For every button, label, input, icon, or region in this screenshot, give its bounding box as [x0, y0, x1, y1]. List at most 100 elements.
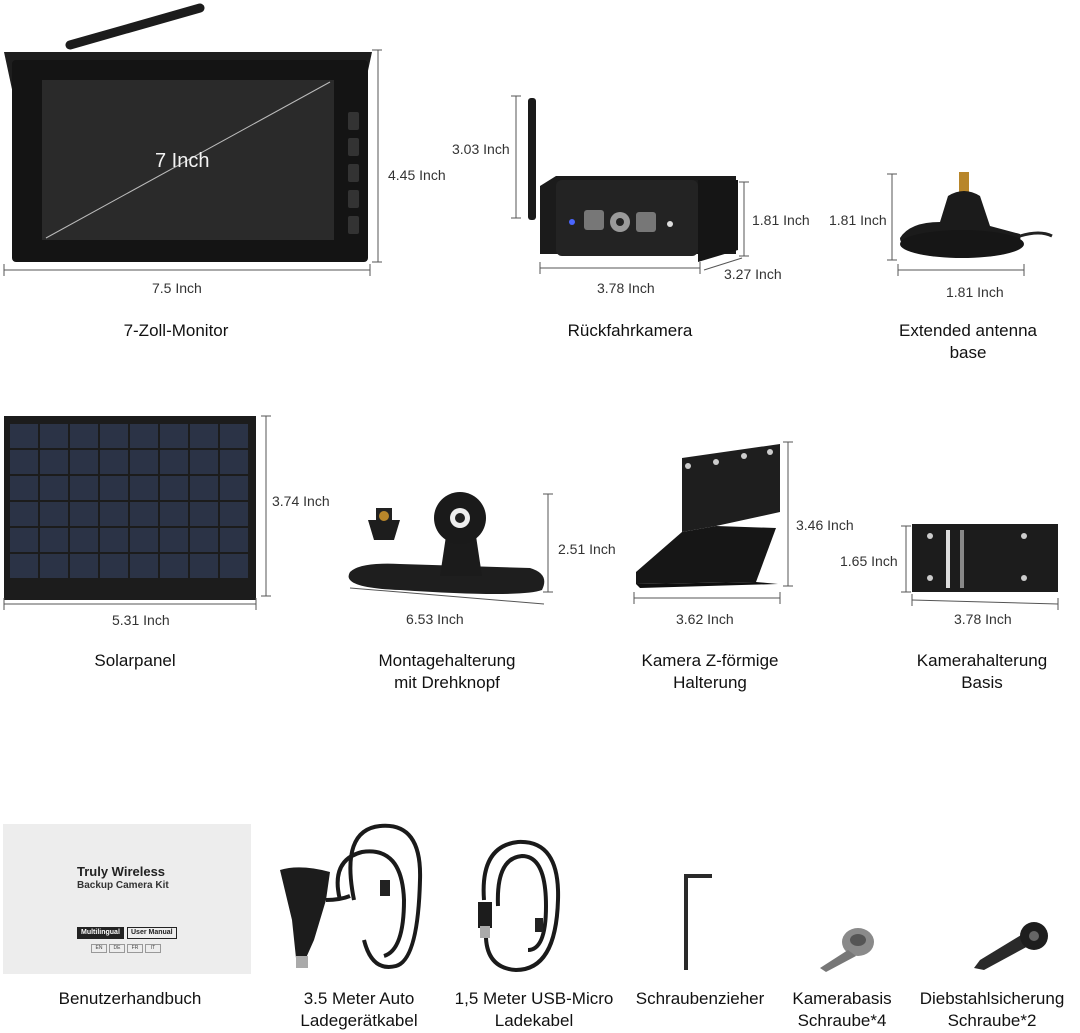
solar-cell: [160, 476, 188, 500]
antitheft-caption-line1: Diebstahlsicherung: [919, 989, 1065, 1008]
monitor-caption: 7-Zoll-Monitor: [123, 321, 229, 340]
manual-caption: Benutzerhandbuch: [58, 989, 202, 1008]
car-charger-caption-line2: Ladegerätkabel: [300, 1011, 418, 1030]
mount-caption-line1: Montagehalterung: [378, 651, 516, 670]
solar-caption: Solarpanel: [94, 651, 176, 670]
solar-cell: [160, 424, 188, 448]
antenna-base-image: [887, 172, 1053, 276]
solar-cell: [160, 554, 188, 578]
zbracket-image: [633, 441, 793, 604]
solar-cell: [190, 554, 218, 578]
camera-height-dim: 1.81 Inch: [752, 212, 810, 228]
mount-caption: Montagehalterung mit Drehknopf: [352, 650, 542, 694]
usb-cable-caption: 1,5 Meter USB-Micro Ladekabel: [446, 988, 622, 1032]
solar-cell: [100, 554, 128, 578]
solar-cell: [70, 502, 98, 526]
solar-cell: [100, 450, 128, 474]
solar-cell: [130, 554, 158, 578]
solar-cell: [190, 450, 218, 474]
base-plate-caption-line1: Kamerahalterung: [916, 651, 1048, 670]
manual-lang-it: IT: [145, 944, 161, 953]
solar-cell: [220, 554, 248, 578]
base-plate-height-dim: 1.65 Inch: [840, 553, 898, 569]
zbracket-caption-line1: Kamera Z-förmige: [641, 651, 779, 670]
solar-cell: [10, 528, 38, 552]
solar-cell: [130, 502, 158, 526]
manual-lang-fr: FR: [127, 944, 143, 953]
base-plate-width-dim: 3.78 Inch: [954, 611, 1012, 627]
car-charger-caption-line1: 3.5 Meter Auto: [303, 989, 415, 1008]
manual-subtitle: Backup Camera Kit: [77, 880, 169, 891]
mount-image: [348, 492, 553, 605]
solar-cell: [70, 450, 98, 474]
solar-cell: [190, 476, 218, 500]
solar-cell: [100, 424, 128, 448]
manual-image: Truly Wireless Backup Camera Kit Multili…: [3, 824, 251, 974]
antitheft-caption: Diebstahlsicherung Schraube*2: [906, 988, 1078, 1032]
camera-antenna-dim: 3.03 Inch: [452, 141, 510, 157]
solar-image: [3, 415, 271, 610]
solar-cell: [160, 502, 188, 526]
solar-cell: [220, 424, 248, 448]
camera-depth-dim: 3.27 Inch: [724, 266, 782, 282]
solar-cell: [10, 554, 38, 578]
monitor-height-dim: 4.45 Inch: [388, 167, 446, 183]
monitor-screen-label: 7 Inch: [155, 150, 210, 172]
solar-cell: [70, 528, 98, 552]
antenna-base-width-dim: 1.81 Inch: [946, 284, 1004, 300]
antenna-base-height-dim: 1.81 Inch: [829, 212, 887, 228]
solar-cell: [10, 424, 38, 448]
solar-cell: [40, 528, 68, 552]
base-screw-caption-line2: Schraube*4: [797, 1011, 887, 1030]
solar-cell: [160, 450, 188, 474]
solar-cell: [70, 424, 98, 448]
antenna-base-caption-line1: Extended antenna: [898, 321, 1037, 340]
solar-cell: [190, 528, 218, 552]
solar-cell: [130, 476, 158, 500]
base-screw-caption-line1: Kamerabasis: [792, 989, 892, 1008]
solar-cell: [160, 528, 188, 552]
solar-cell: [100, 528, 128, 552]
solar-cell: [40, 424, 68, 448]
solar-cell: [100, 502, 128, 526]
monitor-width-dim: 7.5 Inch: [152, 280, 202, 296]
base-plate-image: [901, 524, 1059, 610]
camera-image: [511, 95, 749, 274]
mount-height-dim: 2.51 Inch: [558, 541, 616, 557]
manual-lang-de: DE: [109, 944, 125, 953]
solar-cell: [10, 450, 38, 474]
monitor-image: [3, 3, 382, 276]
antitheft-caption-line2: Schraube*2: [947, 1011, 1037, 1030]
solar-width-dim: 5.31 Inch: [112, 612, 170, 628]
zbracket-caption: Kamera Z-förmige Halterung: [610, 650, 810, 694]
solar-cell: [220, 450, 248, 474]
solar-cell: [190, 424, 218, 448]
solar-cell: [130, 424, 158, 448]
zbracket-width-dim: 3.62 Inch: [676, 611, 734, 627]
solar-cell: [220, 502, 248, 526]
zbracket-caption-line2: Halterung: [673, 673, 747, 692]
solar-cell: [10, 502, 38, 526]
manual-tab-user-manual: User Manual: [127, 927, 177, 939]
manual-title: Truly Wireless: [77, 864, 166, 879]
solar-cell: [10, 476, 38, 500]
antenna-base-caption-line2: base: [949, 343, 987, 362]
car-charger-caption: 3.5 Meter Auto Ladegerätkabel: [270, 988, 448, 1032]
solar-cell: [130, 450, 158, 474]
antenna-base-caption: Extended antenna base: [868, 320, 1068, 364]
camera-caption: Rückfahrkamera: [567, 321, 693, 340]
camera-width-dim: 3.78 Inch: [597, 280, 655, 296]
mount-width-dim: 6.53 Inch: [406, 611, 464, 627]
solar-cell: [190, 502, 218, 526]
screwdriver-caption: Schraubenzieher: [635, 989, 765, 1008]
mount-caption-line2: mit Drehknopf: [394, 673, 500, 692]
solar-cell: [70, 554, 98, 578]
solar-cell: [220, 528, 248, 552]
manual-tab-multilingual: Multilingual: [77, 927, 124, 939]
base-plate-caption-line2: Basis: [961, 673, 1003, 692]
usb-cable-caption-line1: 1,5 Meter USB-Micro: [454, 989, 614, 1008]
